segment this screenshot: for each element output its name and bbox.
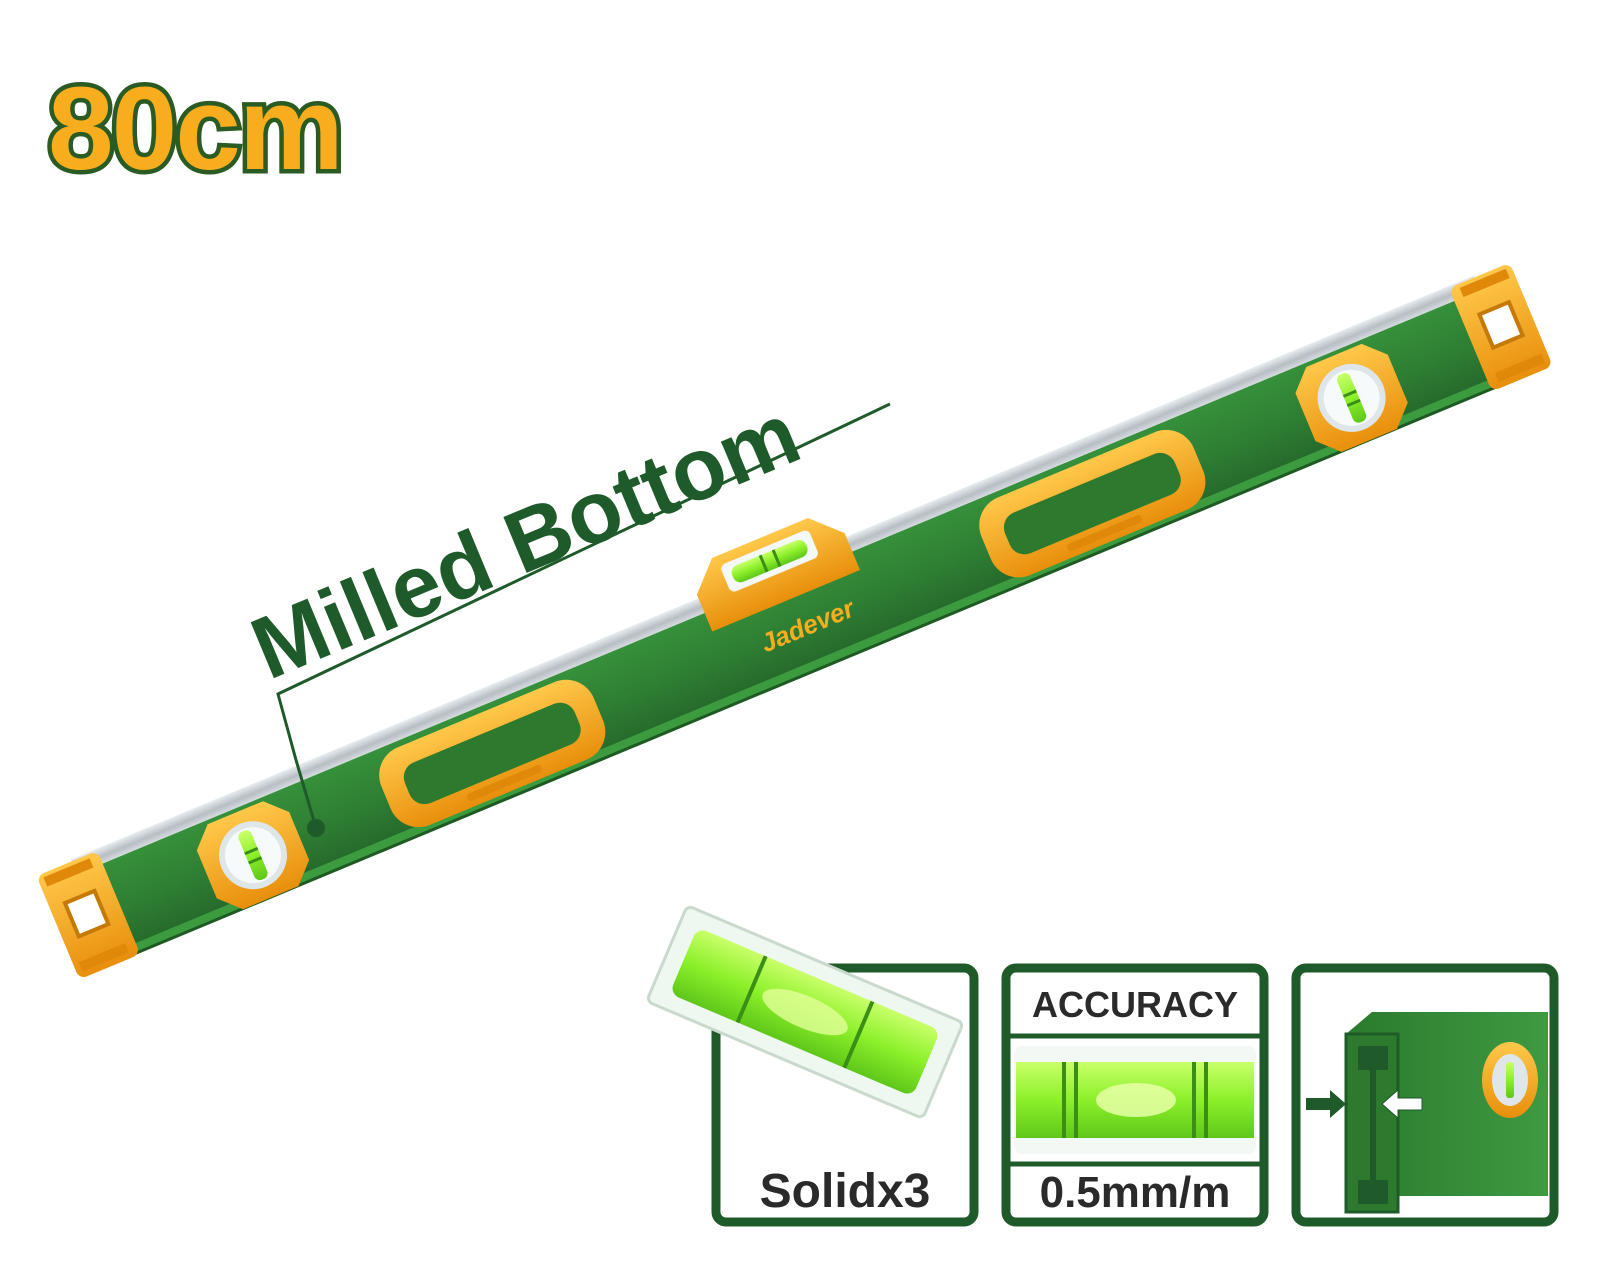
right-end-cap — [1451, 265, 1551, 390]
left-vial-window — [196, 801, 310, 910]
feature-panel-accuracy — [1001, 963, 1269, 1227]
solid-caption: Solidx3 — [759, 1165, 931, 1218]
feature-panel-profile — [1291, 963, 1559, 1227]
profile-thickness-icon — [1306, 1012, 1548, 1214]
accuracy-heading: ACCURACY — [1032, 984, 1238, 1025]
left-handle — [379, 679, 606, 828]
left-end-cap — [38, 853, 138, 977]
accuracy-vial-icon — [1014, 1046, 1256, 1154]
solid-vial-icon — [646, 905, 964, 1119]
center-vial-housing — [696, 518, 861, 632]
milled-callout-line — [276, 402, 891, 837]
feature-panel-solid — [646, 905, 979, 1227]
right-handle — [979, 429, 1206, 578]
accuracy-caption: 0.5mm/m — [1039, 1168, 1231, 1217]
right-vial-window — [1295, 343, 1408, 452]
spirit-level: Jadever — [38, 265, 1551, 977]
size-label: 80cm — [44, 63, 349, 195]
